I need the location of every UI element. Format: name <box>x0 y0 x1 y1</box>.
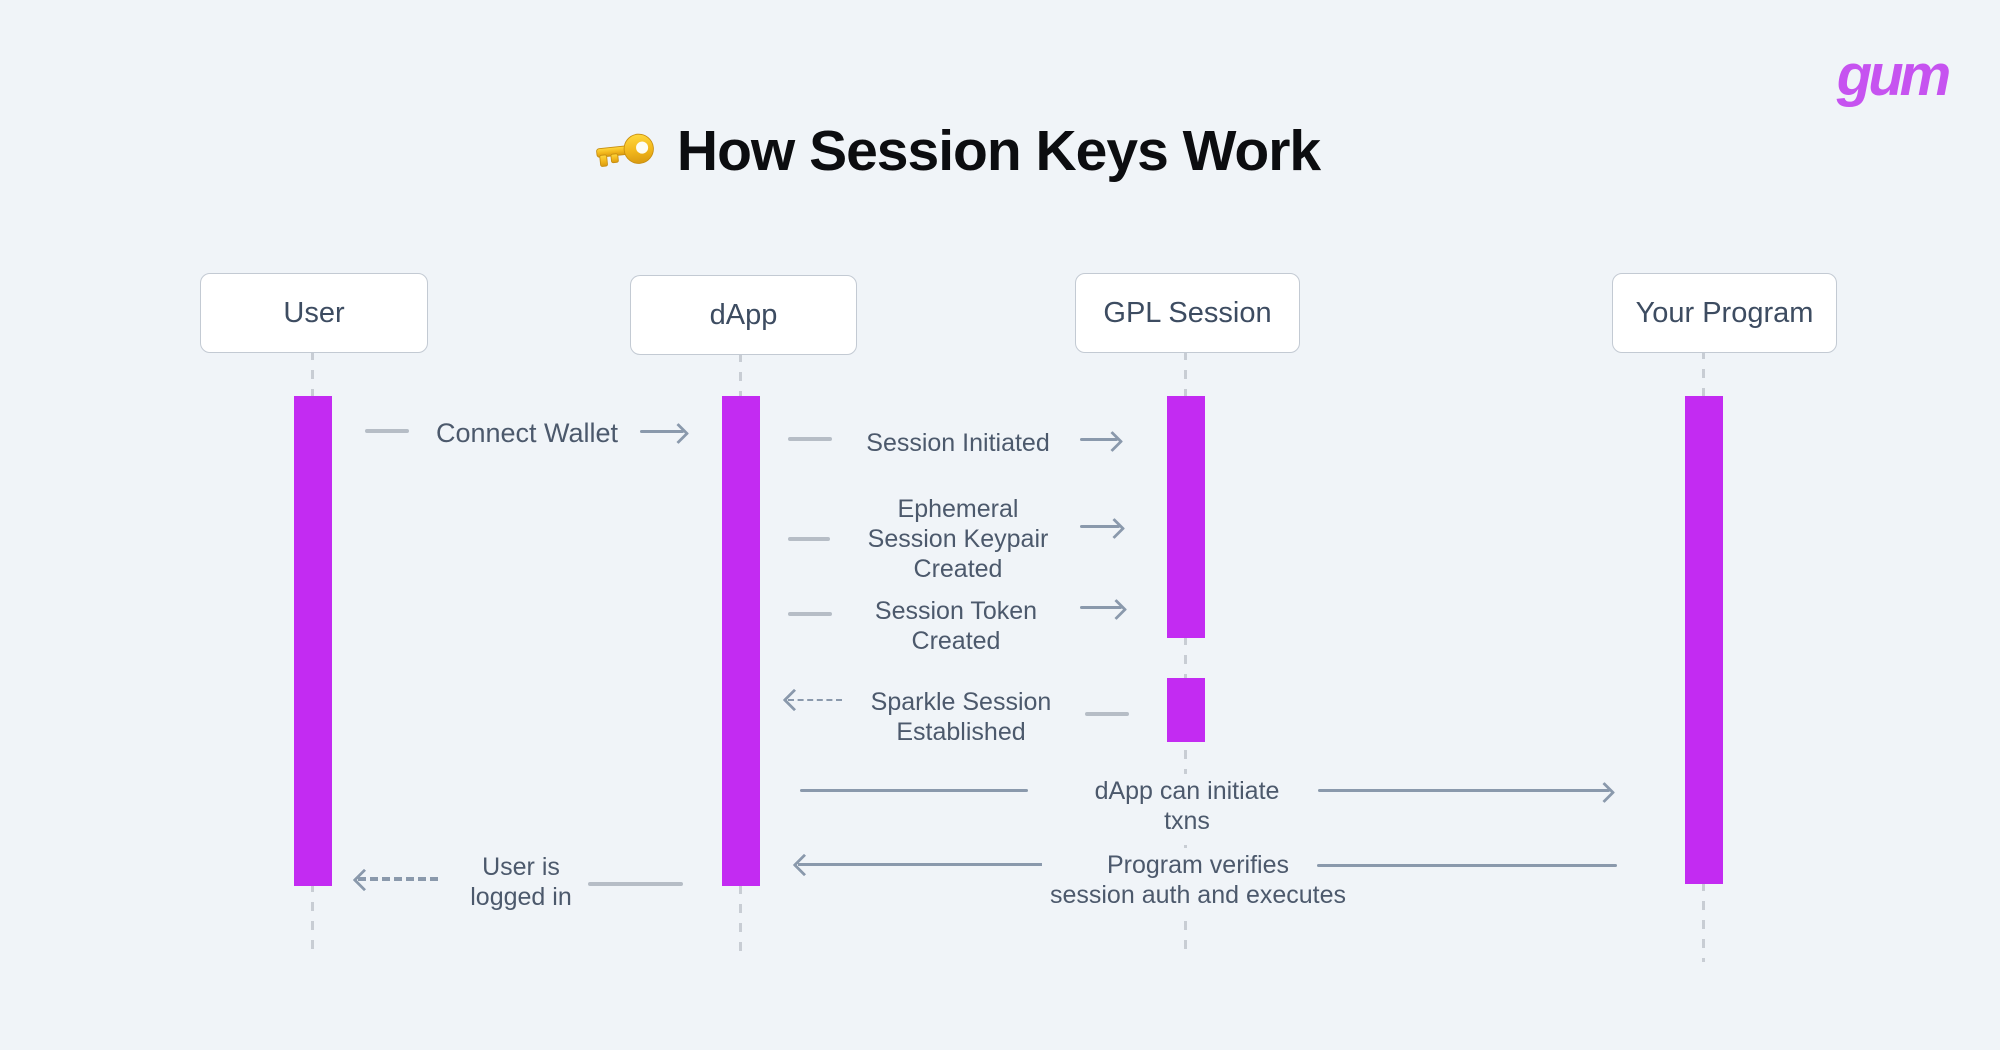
gum-logo: gum <box>1836 43 1951 108</box>
msg-session-token-label: Session Token Created <box>866 594 1046 658</box>
actor-dapp-label: dApp <box>709 298 778 331</box>
msg-connect-wallet-line <box>365 429 409 433</box>
activation-bar-gpl-session-2 <box>1167 678 1205 742</box>
msg-program-verifies-line <box>1317 864 1617 867</box>
arrow-left-icon <box>798 863 1053 866</box>
activation-bar-user <box>294 396 332 886</box>
page-title: How Session Keys Work <box>0 118 1915 184</box>
key-icon <box>592 117 660 185</box>
msg-dapp-initiate-line <box>800 789 1028 792</box>
arrow-right-icon <box>1318 789 1610 792</box>
actor-user: User <box>200 273 428 353</box>
actor-dapp: dApp <box>630 275 857 355</box>
actor-user-label: User <box>283 296 345 329</box>
actor-your-program: Your Program <box>1612 273 1837 353</box>
arrow-left-dashed-icon <box>358 877 438 881</box>
actor-gpl-session: GPL Session <box>1075 273 1300 353</box>
msg-dapp-initiate-label: dApp can initiate txns <box>1086 774 1288 838</box>
title-text: How Session Keys Work <box>676 119 1321 183</box>
activation-bar-dapp <box>722 396 760 886</box>
activation-bar-gpl-session <box>1167 396 1205 638</box>
arrow-right-icon <box>640 430 684 433</box>
activation-bar-your-program <box>1685 396 1723 884</box>
lifeline-gpl-session <box>1184 351 1187 957</box>
arrow-left-dashed-icon <box>788 699 842 701</box>
actor-your-program-label: Your Program <box>1635 296 1814 329</box>
msg-sparkle-session-line <box>1085 712 1129 716</box>
msg-program-verifies-label: Program verifies session auth and execut… <box>1041 848 1355 912</box>
msg-sparkle-session-label: Sparkle Session Established <box>862 685 1060 749</box>
arrow-right-icon <box>1080 525 1120 528</box>
msg-connect-wallet-label: Connect Wallet <box>427 416 627 450</box>
msg-session-initiated-label: Session Initiated <box>858 426 1058 460</box>
msg-user-logged-in-label: User is logged in <box>462 850 580 914</box>
msg-ephemeral-keypair-line <box>788 537 830 541</box>
msg-user-logged-in-line <box>588 882 683 886</box>
arrow-right-icon <box>1080 606 1122 609</box>
msg-session-initiated-line <box>788 437 832 441</box>
msg-ephemeral-keypair-label: Ephemeral Session Keypair Created <box>859 492 1057 586</box>
arrow-right-icon <box>1080 438 1118 441</box>
actor-gpl-session-label: GPL Session <box>1103 296 1272 329</box>
msg-session-token-line <box>788 612 832 616</box>
